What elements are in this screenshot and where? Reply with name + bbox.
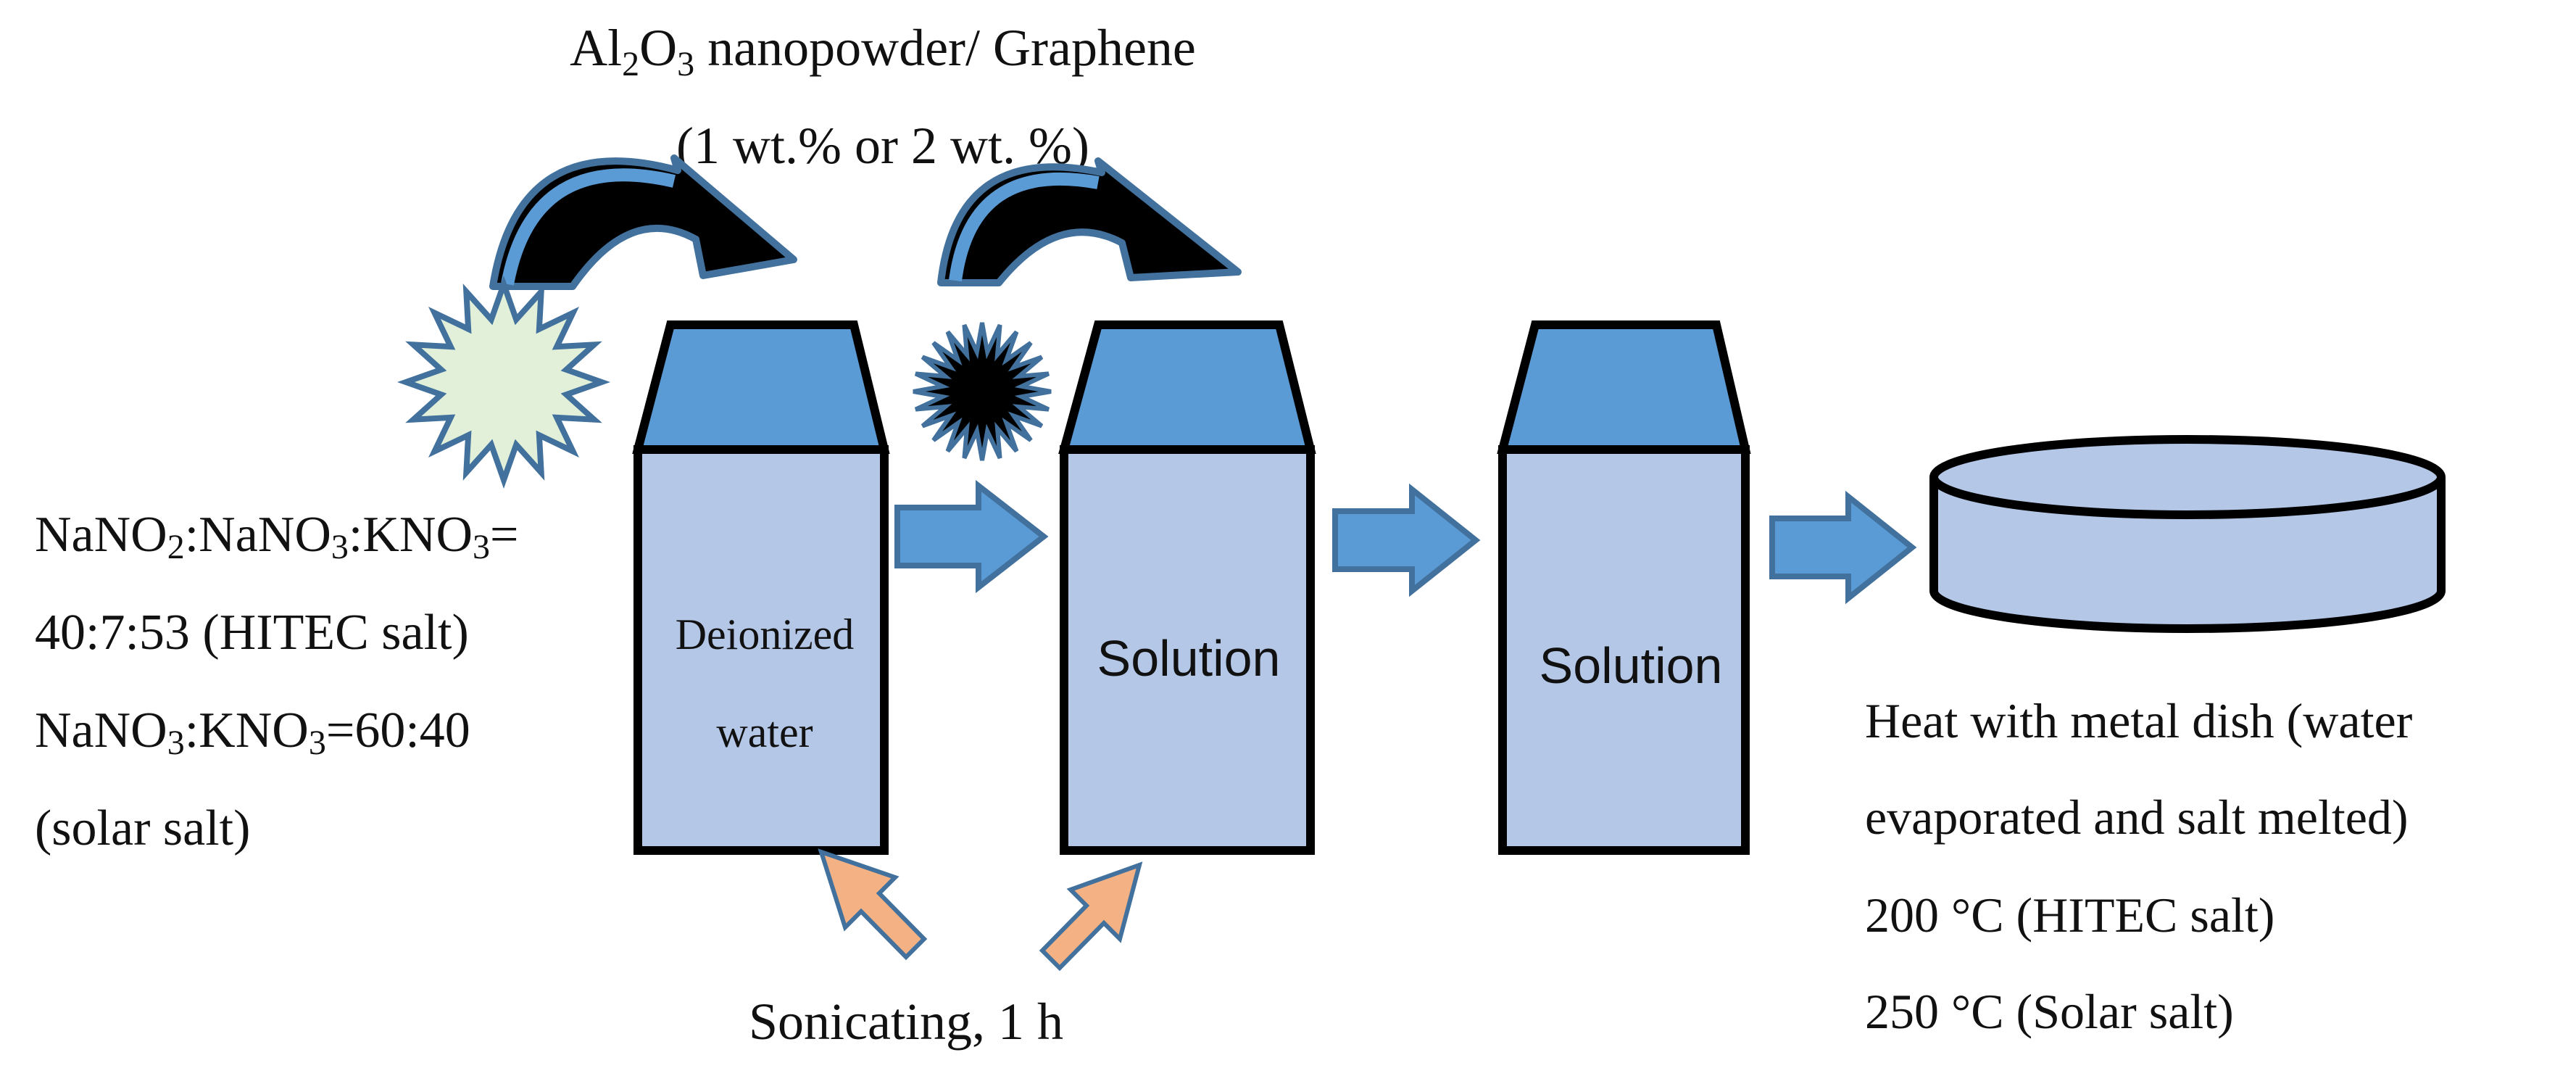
flow-arrow-3-icon	[1769, 490, 1917, 605]
salt-composition-text: NaNO2:NaNO3:KNO3= 40:7:53 (HITEC salt) N…	[35, 507, 519, 856]
container-deionized-water: Deionized water	[632, 320, 890, 855]
heating-line-1: Heat with metal dish (water	[1865, 693, 2413, 748]
sonicating-arrow-1-icon	[818, 848, 928, 961]
container-solution-2: Solution	[1497, 320, 1751, 855]
heating-line-4: 250 °C (Solar salt)	[1865, 984, 2234, 1039]
metal-dish	[1929, 435, 2446, 633]
svg-text:NaNO3:KNO3=60:40: NaNO3:KNO3=60:40	[35, 703, 470, 762]
curved-arrow-salt-icon	[489, 154, 797, 290]
graphene-burst-icon	[913, 322, 1052, 461]
svg-text:40:7:53 (HITEC salt): 40:7:53 (HITEC salt)	[35, 605, 469, 661]
heating-conditions-text: Heat with metal dish (water evaporated a…	[1865, 693, 2413, 1039]
heating-line-3: 200 °C (HITEC salt)	[1865, 887, 2274, 943]
additive-label: Al2O3 nanopowder/ Graphene	[570, 19, 1196, 83]
svg-text:(solar salt): (solar salt)	[35, 800, 250, 856]
container-3-label: Solution	[1540, 637, 1723, 694]
flow-arrow-2-icon	[1332, 483, 1481, 597]
sonicating-arrow-2-icon	[1039, 861, 1143, 972]
sonicating-label: Sonicating, 1 h	[749, 993, 1063, 1051]
concentration-label: (1 wt.% or 2 wt. %)	[676, 117, 1089, 175]
container-solution-1: Solution	[1058, 320, 1316, 855]
salt-burst-icon	[396, 275, 611, 489]
container-1-label-line1: Deionized	[676, 611, 855, 658]
container-2-label: Solution	[1097, 630, 1281, 687]
flow-arrow-1-icon	[894, 479, 1049, 594]
svg-text:NaNO2:NaNO3:KNO3=: NaNO2:NaNO3:KNO3=	[35, 507, 519, 566]
heating-line-2: evaporated and salt melted)	[1865, 790, 2409, 845]
curved-arrow-graphene-icon	[937, 157, 1242, 286]
container-1-label-line2: water	[716, 708, 813, 756]
